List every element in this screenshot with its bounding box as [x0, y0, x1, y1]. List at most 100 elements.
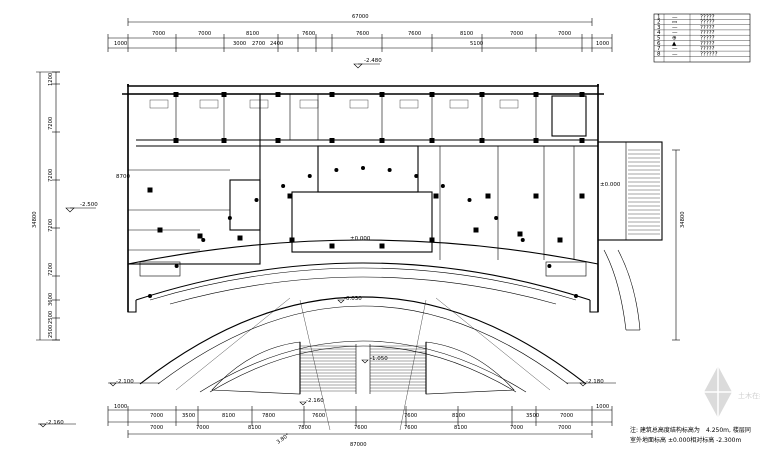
drawing-notes: 注: 建筑总高度结构标高为 4.250m, 楼层同 室外地面标高 ±0.000相…: [630, 426, 751, 444]
column: [485, 193, 491, 199]
column: [479, 92, 485, 97]
column: [221, 138, 227, 143]
svg-text:7000: 7000: [510, 425, 523, 431]
top-dim-seg: 8100: [460, 31, 473, 37]
column: [429, 138, 435, 143]
column: [379, 243, 385, 249]
column: [173, 92, 179, 97]
top-dim-seg: 2400: [270, 41, 283, 47]
svg-text:8100: 8100: [452, 413, 465, 419]
svg-text:注: 建筑总高度结构标高为: 注: 建筑总高度结构标高为: [630, 426, 700, 434]
legend-row-desc: ?????: [700, 14, 715, 20]
column: [433, 193, 439, 199]
legend-table: 1—?????2▭?????3—?????4—?????5⊕?????6▲???…: [653, 13, 751, 63]
bottom-total-dim: 87000: [350, 442, 367, 448]
svg-text:-2.180: -2.180: [586, 379, 604, 385]
column: [379, 138, 385, 143]
legend-row-symbol: —: [672, 14, 678, 20]
top-total-dim: 67000: [352, 14, 369, 20]
structural-columns: [147, 92, 585, 298]
svg-text:8100: 8100: [222, 413, 235, 419]
svg-text:7000: 7000: [560, 413, 573, 419]
column: [479, 138, 485, 143]
svg-text:7200: 7200: [48, 219, 54, 232]
column: [197, 233, 203, 239]
legend-row-symbol: —: [672, 46, 678, 52]
legend-row-no: 7: [657, 46, 661, 52]
svg-text:±0.000相对标高 -2.300m: ±0.000相对标高 -2.300m: [668, 436, 741, 444]
column: [289, 237, 295, 243]
svg-text:-2.500: -2.500: [80, 202, 98, 208]
top-dim-right-1000: 1000: [596, 41, 609, 47]
column: [329, 92, 335, 97]
round-column: [494, 216, 499, 220]
round-column: [467, 198, 472, 202]
column: [579, 92, 585, 97]
legend-row-no: 4: [657, 30, 661, 36]
top-dim-seg: 7600: [356, 31, 369, 37]
svg-text:-2.160: -2.160: [46, 420, 64, 426]
round-column: [174, 264, 179, 268]
svg-text:7000: 7000: [558, 425, 571, 431]
svg-text:-2.480: -2.480: [364, 58, 382, 64]
top-dim-seg: 7600: [408, 31, 421, 37]
svg-text:7600: 7600: [312, 413, 325, 419]
svg-text:7200: 7200: [48, 169, 54, 182]
room-fixture: [499, 99, 519, 109]
round-column: [547, 264, 552, 268]
column: [275, 138, 281, 143]
legend-row-symbol: —: [672, 30, 678, 36]
column: [579, 138, 585, 143]
top-dim-seg: 7000: [152, 31, 165, 37]
top-dim-left-1000: 1000: [114, 41, 127, 47]
round-column: [307, 174, 312, 178]
svg-text:7200: 7200: [48, 117, 54, 130]
bottom-dimensions: 1000 7000 3500 8100 7800 7600 7600 8100 …: [107, 404, 613, 448]
top-dim-seg: 8100: [246, 31, 259, 37]
column: [329, 243, 335, 249]
entrance-plaza: [139, 296, 587, 431]
round-column: [520, 238, 525, 242]
column: [287, 193, 293, 199]
building-outline: [122, 84, 604, 313]
left-total-dim: 34800: [32, 211, 38, 228]
svg-text:2500: 2500: [48, 311, 54, 324]
svg-text:3500: 3500: [182, 413, 195, 419]
room-fixture: [349, 99, 369, 109]
column: [157, 227, 163, 233]
round-column: [227, 216, 232, 220]
room-fixture: [299, 99, 319, 109]
column: [473, 227, 479, 233]
svg-text:1200: 1200: [48, 73, 54, 86]
round-column: [361, 166, 365, 170]
left-dimensions: 34800 1200 7200 7200 7200 7200 3600 2500…: [32, 71, 60, 341]
column: [173, 138, 179, 143]
elevation-marker-left: -2.500: [65, 202, 98, 213]
column: [579, 193, 585, 199]
column: [329, 138, 335, 143]
legend-row-symbol: ▭: [672, 20, 677, 26]
column: [533, 92, 539, 97]
round-column: [201, 238, 206, 242]
svg-text:3600: 3600: [48, 293, 54, 306]
svg-text:7600: 7600: [404, 413, 417, 419]
legend-row-desc: ?????: [700, 30, 715, 36]
plan-elevation-labels: ±0.000 -0.030 -1.050 -2.100 -2.180 -2.16…: [38, 174, 616, 428]
legend-row-no: 2: [657, 20, 661, 26]
side-entrance: ±0.000: [597, 141, 663, 331]
column: [533, 193, 539, 199]
svg-text:8100: 8100: [248, 425, 261, 431]
legend-row-symbol: —: [672, 51, 678, 57]
angle-dim: 3.80°: [276, 432, 291, 445]
top-dimensions: 67000 1000 7000 7000 8100 3000 2700 2400…: [107, 14, 613, 52]
legend-row-no: 5: [657, 36, 661, 42]
svg-text:7000: 7000: [196, 425, 209, 431]
round-column: [387, 168, 392, 172]
svg-text:7800: 7800: [262, 413, 275, 419]
column: [429, 237, 435, 243]
top-dim-seg: 7000: [510, 31, 523, 37]
legend-row-symbol: ▲: [672, 41, 677, 47]
top-dim-seg: 7600: [302, 31, 315, 37]
svg-text:7600: 7600: [404, 425, 417, 431]
